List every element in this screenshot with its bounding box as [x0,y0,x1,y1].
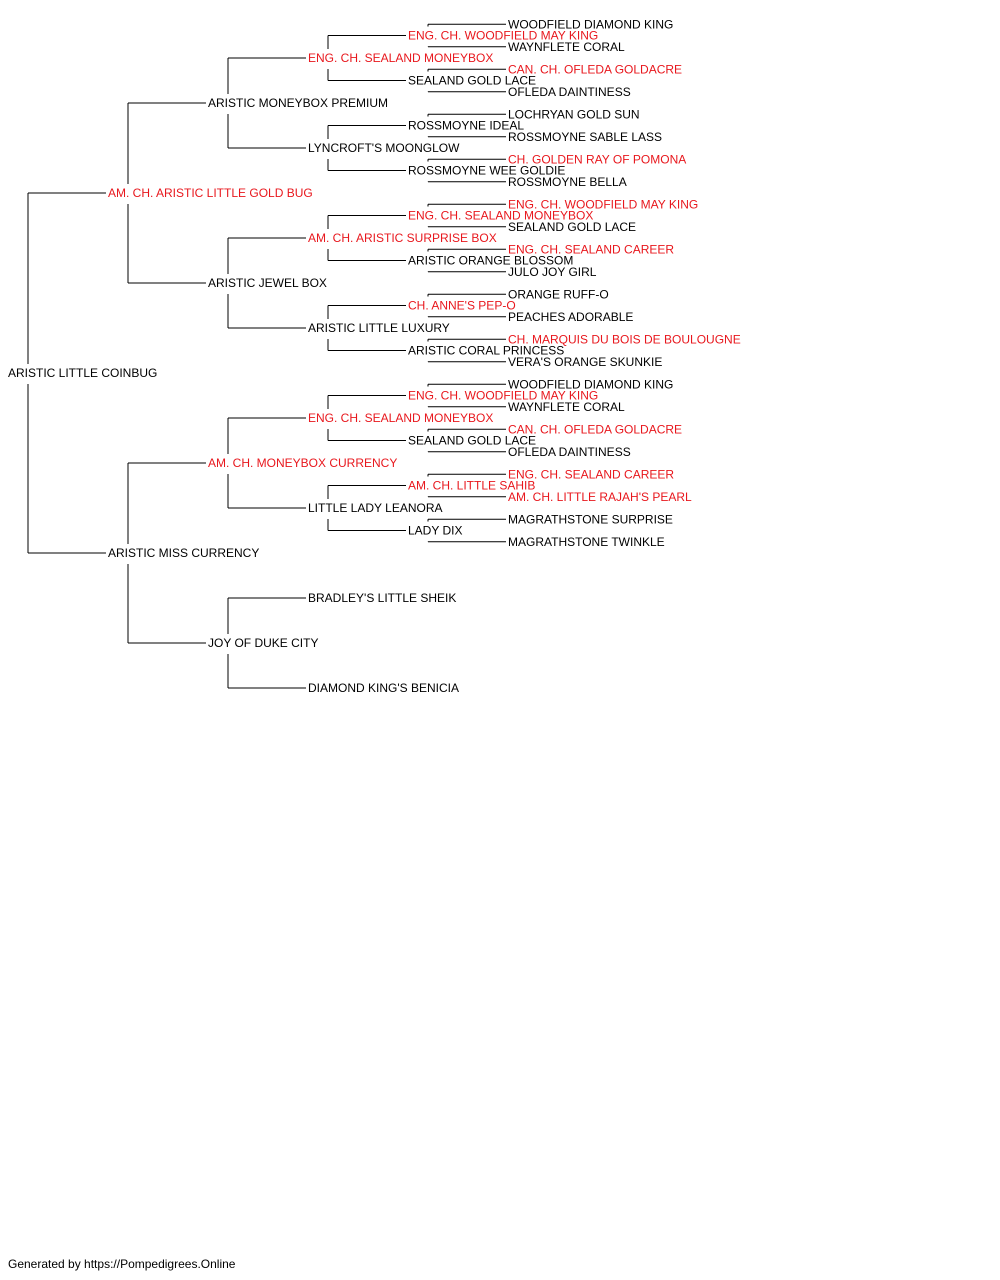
dog-ofleda-daintiness: OFLEDA DAINTINESS [508,85,631,99]
dog-magrathstone-surprise: MAGRATHSTONE SURPRISE [508,512,673,526]
dog-eng-ch-sealand-career: ENG. CH. SEALAND CAREER [508,242,674,256]
dog-bradley-s-little-sheik: BRADLEY'S LITTLE SHEIK [308,591,456,605]
dog-eng-ch-woodfield-may-king: ENG. CH. WOODFIELD MAY KING [408,389,598,403]
dog-aristic-coral-princess: ARISTIC CORAL PRINCESS [408,344,564,358]
dog-aristic-little-coinbug: ARISTIC LITTLE COINBUG [8,366,157,380]
dog-joy-of-duke-city: JOY OF DUKE CITY [208,636,318,650]
dog-sealand-gold-lace: SEALAND GOLD LACE [408,434,536,448]
dog-magrathstone-twinkle: MAGRATHSTONE TWINKLE [508,535,665,549]
dog-can-ch-ofleda-goldacre: CAN. CH. OFLEDA GOLDACRE [508,422,682,436]
dog-eng-ch-woodfield-may-king: ENG. CH. WOODFIELD MAY KING [408,29,598,43]
dog-diamond-king-s-benicia: DIAMOND KING'S BENICIA [308,681,459,695]
dog-orange-ruff-o: ORANGE RUFF-O [508,287,609,301]
dog-can-ch-ofleda-goldacre: CAN. CH. OFLEDA GOLDACRE [508,62,682,76]
dog-lochryan-gold-sun: LOCHRYAN GOLD SUN [508,107,640,121]
dog-ofleda-daintiness: OFLEDA DAINTINESS [508,445,631,459]
dog-am-ch-little-sahib: AM. CH. LITTLE SAHIB [408,479,535,493]
dog-eng-ch-sealand-career: ENG. CH. SEALAND CAREER [508,467,674,481]
dog-ch-golden-ray-of-pomona: CH. GOLDEN RAY OF POMONA [508,152,686,166]
dog-woodfield-diamond-king: WOODFIELD DIAMOND KING [508,377,673,391]
dog-ch-marquis-du-bois-de-boulougne: CH. MARQUIS DU BOIS DE BOULOUGNE [508,332,741,346]
dog-am-ch-little-rajah-s-pearl: AM. CH. LITTLE RAJAH'S PEARL [508,490,692,504]
dog-am-ch-moneybox-currency: AM. CH. MONEYBOX CURRENCY [208,456,397,470]
dog-vera-s-orange-skunkie: VERA'S ORANGE SKUNKIE [508,355,662,369]
dog-rossmoyne-bella: ROSSMOYNE BELLA [508,175,627,189]
dog-aristic-miss-currency: ARISTIC MISS CURRENCY [108,546,259,560]
dog-rossmoyne-sable-lass: ROSSMOYNE SABLE LASS [508,130,662,144]
dog-julo-joy-girl: JULO JOY GIRL [508,265,597,279]
dog-aristic-jewel-box: ARISTIC JEWEL BOX [208,276,327,290]
dog-woodfield-diamond-king: WOODFIELD DIAMOND KING [508,17,673,31]
dog-peaches-adorable: PEACHES ADORABLE [508,310,633,324]
dog-rossmoyne-ideal: ROSSMOYNE IDEAL [408,119,524,133]
dog-little-lady-leanora: LITTLE LADY LEANORA [308,501,443,515]
dog-sealand-gold-lace: SEALAND GOLD LACE [408,74,536,88]
dog-sealand-gold-lace: SEALAND GOLD LACE [508,220,636,234]
dog-lady-dix: LADY DIX [408,524,462,538]
dog-eng-ch-woodfield-may-king: ENG. CH. WOODFIELD MAY KING [508,197,698,211]
dog-aristic-little-luxury: ARISTIC LITTLE LUXURY [308,321,450,335]
dog-lyncroft-s-moonglow: LYNCROFT'S MOONGLOW [308,141,460,155]
dog-eng-ch-sealand-moneybox: ENG. CH. SEALAND MONEYBOX [308,411,493,425]
dog-am-ch-aristic-little-gold-bug: AM. CH. ARISTIC LITTLE GOLD BUG [108,186,313,200]
dog-waynflete-coral: WAYNFLETE CORAL [508,400,625,414]
dog-aristic-moneybox-premium: ARISTIC MONEYBOX PREMIUM [208,96,388,110]
dog-waynflete-coral: WAYNFLETE CORAL [508,40,625,54]
dog-eng-ch-sealand-moneybox: ENG. CH. SEALAND MONEYBOX [408,209,593,223]
footer-credit: Generated by https://Pompedigrees.Online [8,1257,236,1271]
dog-aristic-orange-blossom: ARISTIC ORANGE BLOSSOM [408,254,573,268]
dog-ch-anne-s-pep-o: CH. ANNE'S PEP-O [408,299,516,313]
dog-eng-ch-sealand-moneybox: ENG. CH. SEALAND MONEYBOX [308,51,493,65]
dog-rossmoyne-wee-goldie: ROSSMOYNE WEE GOLDIE [408,164,565,178]
dog-am-ch-aristic-surprise-box: AM. CH. ARISTIC SURPRISE BOX [308,231,497,245]
